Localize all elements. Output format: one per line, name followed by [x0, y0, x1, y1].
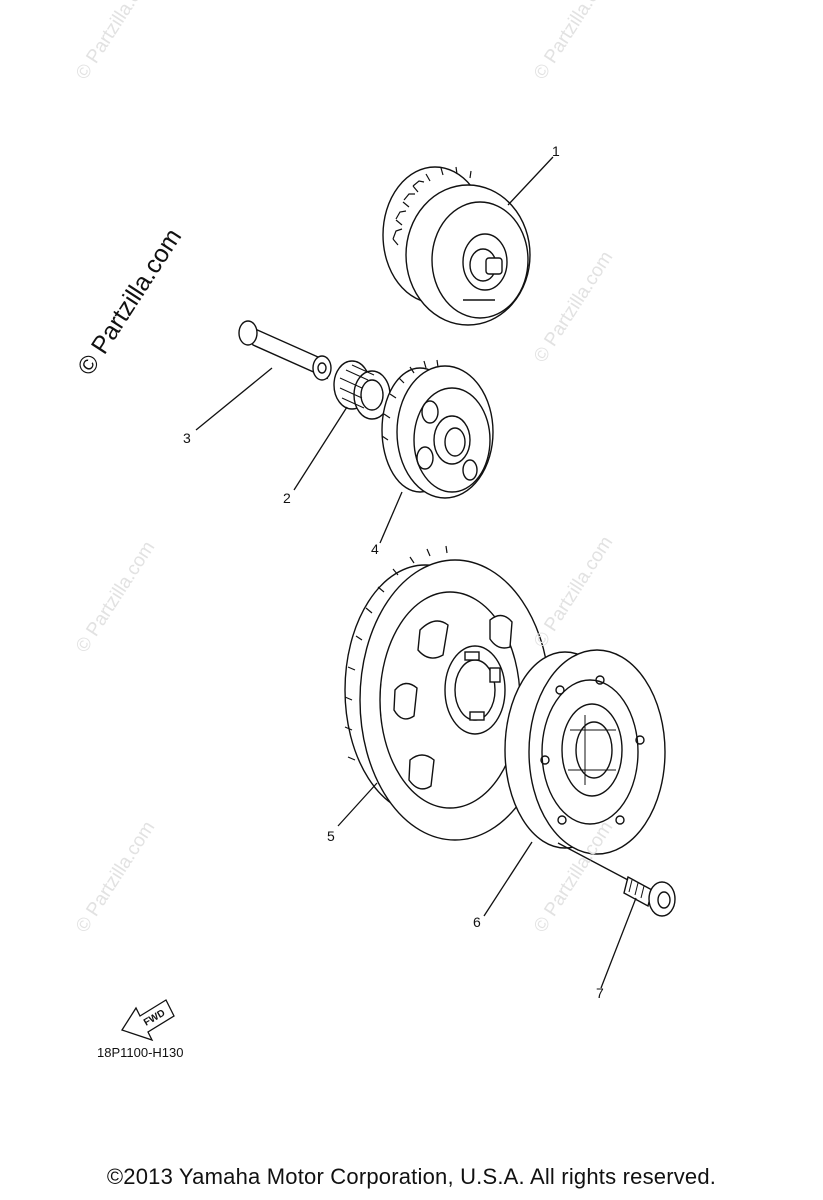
diagram-code: 18P1100-H130	[97, 1045, 184, 1060]
part-6-one-way-clutch	[504, 649, 666, 855]
fwd-arrow	[121, 999, 175, 1042]
callout-1: 1	[552, 143, 560, 159]
callout-7: 7	[596, 985, 604, 1001]
part-4-gear	[381, 359, 494, 499]
part-2-needle-bearing	[333, 360, 391, 420]
part-3-shaft	[238, 320, 332, 381]
part-5-starter-wheel-gear	[344, 545, 551, 841]
callout-3: 3	[183, 430, 191, 446]
callout-5: 5	[327, 828, 335, 844]
callout-2: 2	[283, 490, 291, 506]
copyright-notice: ©2013 Yamaha Motor Corporation, U.S.A. A…	[106, 1164, 717, 1189]
callout-leader-lines	[195, 156, 637, 989]
part-1-idler-gear	[382, 166, 531, 326]
part-7-bolt	[623, 875, 676, 917]
callout-6: 6	[473, 914, 481, 930]
callout-4: 4	[371, 541, 379, 557]
